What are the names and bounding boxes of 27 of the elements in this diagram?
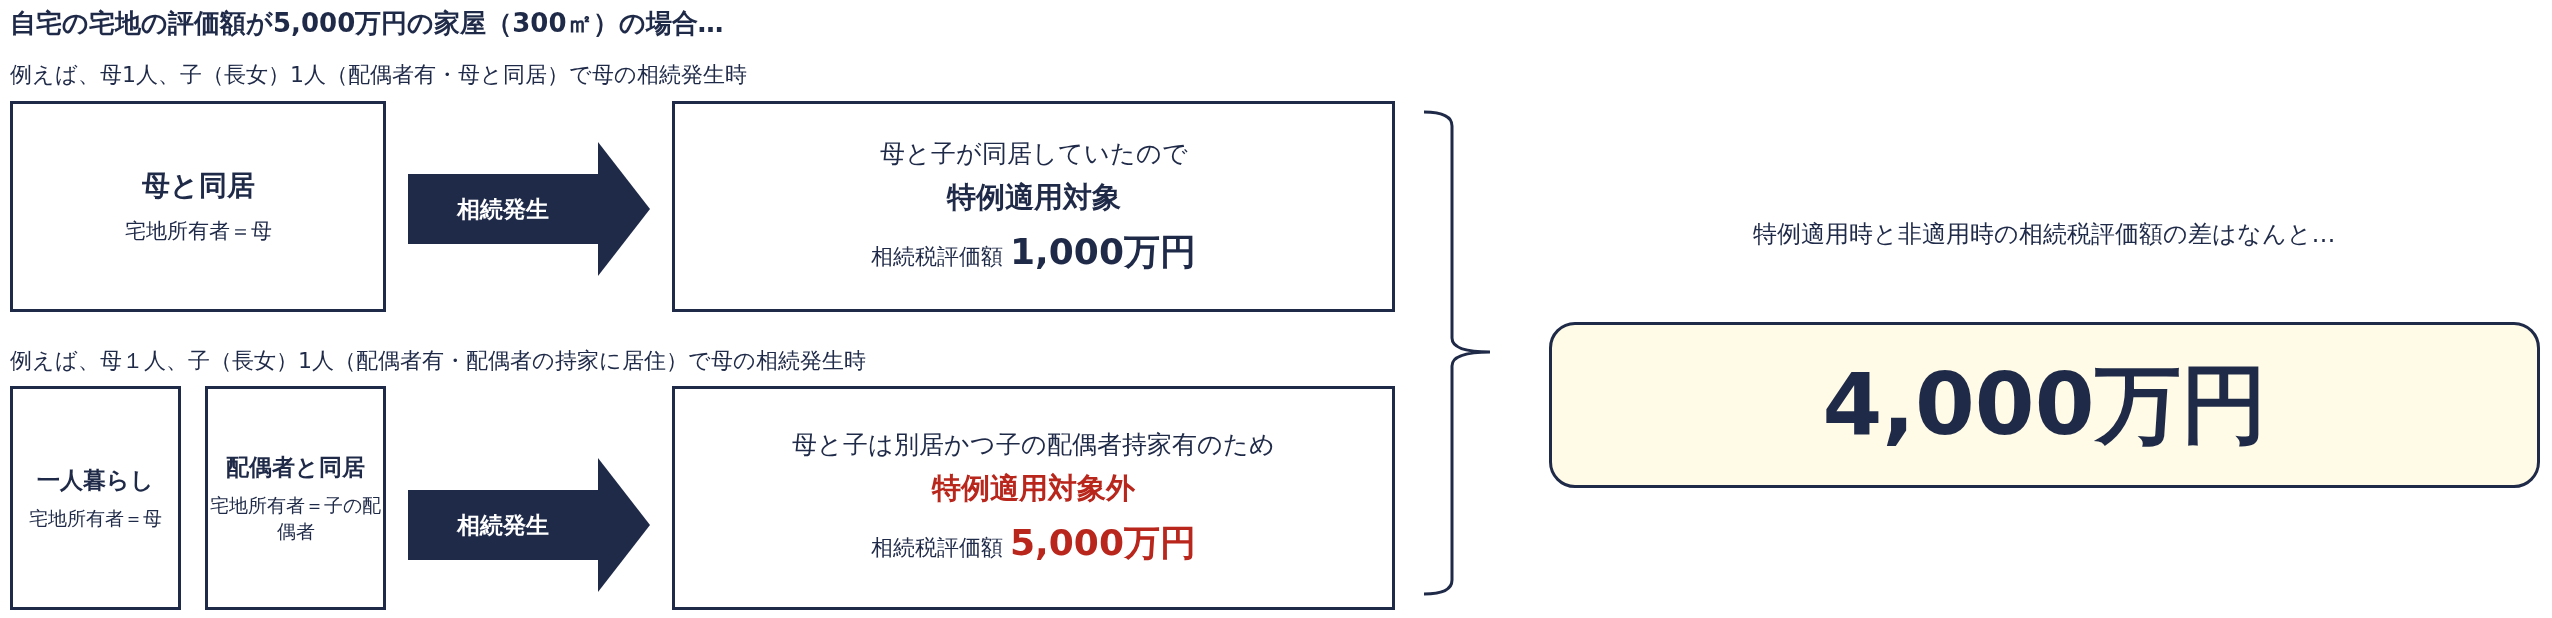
title: 自宅の宅地の評価額が5,000万円の家屋（300㎡）の場合… [10, 7, 724, 40]
body-text: 母と子は別居かつ子の配偶者持家有のため [792, 429, 1275, 461]
process-box [672, 386, 1395, 610]
body-text: 相続税評価額 1,000万円 [871, 229, 1196, 274]
block-arrow [408, 142, 650, 276]
block-arrow [408, 458, 650, 592]
heading-text: 一人暮らし [37, 465, 154, 495]
edge-label: 相続発生 [457, 510, 549, 540]
body-text: 相続税評価額 5,000万円 [871, 521, 1196, 565]
body-text: 宅地所有者＝子の配偶者 [209, 492, 382, 544]
process-box [205, 386, 386, 610]
amount-text: 4,000万円 [1822, 352, 2267, 456]
edge-label: 相続発生 [457, 194, 549, 224]
scenario-text: 例えば、母１人、子（長女）1人（配偶者有・配偶者の持家に居住）で母の相続発生時 [10, 347, 866, 375]
process-box [10, 101, 386, 312]
caption-text: 特例適用時と非適用時の相続税評価額の差はなんと… [1751, 219, 2337, 250]
heading-text: 配偶者と同居 [226, 452, 365, 482]
body-text: 宅地所有者＝母 [124, 218, 272, 246]
process-box [672, 101, 1395, 312]
body-text: 特例適用対象 [946, 178, 1121, 216]
body-text: 宅地所有者＝母 [29, 505, 162, 531]
result-box [1549, 322, 2540, 488]
body-text: 母と子が同居していたので [879, 137, 1188, 170]
scenario-text: 例えば、母1人、子（長女）1人（配偶者有・母と同居）で母の相続発生時 [10, 61, 747, 89]
process-box [10, 386, 181, 610]
heading-text: 母と同居 [141, 168, 255, 205]
body-text: 特例適用対象外 [932, 470, 1135, 507]
